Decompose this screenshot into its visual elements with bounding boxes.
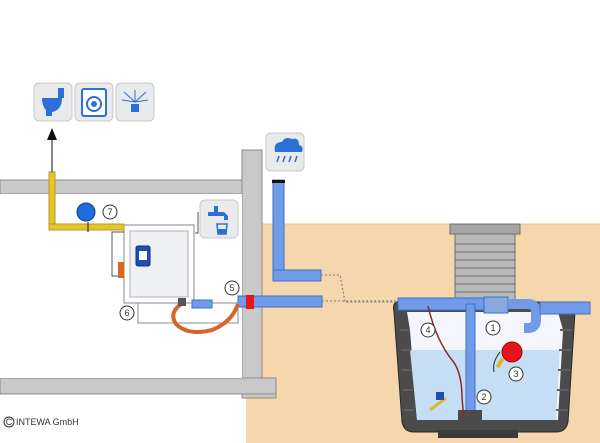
- right-wall-outer: [241, 149, 263, 391]
- wall-penetration: [246, 295, 254, 309]
- copyright-notice: C INTEWA GmbH: [3, 416, 79, 428]
- expansion-vessel: [76, 202, 96, 222]
- washing-machine-icon: [74, 82, 114, 122]
- callout-1: 1: [485, 320, 501, 336]
- floating-suction-filter: [429, 392, 447, 412]
- pump-unit: [137, 298, 240, 334]
- pressure-hose: [171, 301, 240, 334]
- svg-text:C: C: [6, 417, 13, 427]
- downpipe-horizontal: [272, 269, 322, 282]
- svg-text:3: 3: [513, 369, 518, 379]
- upper-floor-slab: [0, 179, 263, 195]
- downpipe-cap: [272, 180, 285, 183]
- callout-4: 4: [420, 322, 436, 338]
- callout-6: 6: [119, 305, 135, 321]
- inflow-connection-dashed: [321, 274, 395, 303]
- control-valve: [118, 262, 124, 278]
- copyright-symbol: [3, 416, 15, 428]
- supply-horizontal: [48, 223, 125, 231]
- float-ball: [501, 341, 523, 363]
- mains-supply: [47, 128, 125, 232]
- callout-2: 2: [476, 389, 492, 405]
- control-unit: [111, 212, 199, 304]
- basement-floor: [0, 377, 277, 395]
- inlet-base: [458, 410, 482, 420]
- float-switch: [493, 341, 523, 373]
- svg-text:6: 6: [124, 308, 129, 318]
- tank-ribs: [400, 329, 572, 411]
- tank-shaft-ribs: [455, 243, 515, 293]
- water-tap-icon: [199, 199, 239, 239]
- filter-housing: [483, 296, 509, 314]
- svg-text:2: 2: [481, 392, 486, 402]
- control-drain-stub: [195, 212, 199, 234]
- tank-water: [410, 350, 560, 420]
- callout-3: 3: [508, 366, 524, 382]
- tank-outlet-pipe: [539, 301, 591, 315]
- svg-text:4: 4: [425, 325, 430, 335]
- svg-text:5: 5: [229, 283, 234, 293]
- overflow-siphon: [508, 299, 541, 333]
- svg-text:1: 1: [490, 323, 495, 333]
- tank-base: [438, 430, 518, 438]
- garden-irrigation-icon: [115, 82, 155, 122]
- supply-riser: [48, 171, 56, 231]
- pump-base: [137, 302, 239, 324]
- supply-arrow-head: [47, 128, 57, 140]
- rain-cloud-icon: [265, 132, 305, 172]
- copyright-text: INTEWA GmbH: [16, 417, 79, 427]
- tank-pipework: [397, 296, 591, 420]
- downpipe: [272, 179, 322, 282]
- downpipe-vertical: [272, 179, 285, 281]
- callout-7: 7: [102, 204, 118, 220]
- svg-text:7: 7: [107, 207, 112, 217]
- outlet-fitting: [178, 298, 186, 306]
- callout-5: 5: [224, 280, 240, 296]
- toilet-icon: [33, 82, 73, 122]
- usage-icons: [33, 82, 155, 122]
- calmed-inlet-riser: [465, 303, 476, 413]
- tank-cover-top: [449, 223, 521, 235]
